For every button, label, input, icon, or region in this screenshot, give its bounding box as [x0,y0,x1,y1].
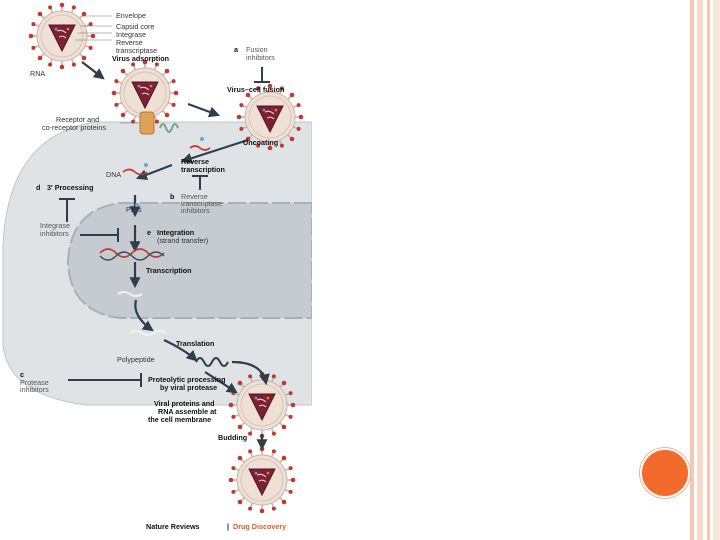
arrow [187,102,221,118]
label-assemble-2: RNA assemble at [158,407,217,416]
label-pics: PICs [126,205,142,214]
label-polypeptide: Polypeptide [117,355,155,364]
pic-dot [135,203,139,207]
label-proteolytic-2: by viral protease [160,383,217,392]
mrna [129,330,167,336]
hiv-lifecycle-diagram: Envelope Capsid core Integrase Reverse t… [2,1,312,531]
label-reverse-transcription-1: Reverse [181,157,209,166]
label-translation: Translation [176,339,214,348]
pic-dot [200,137,204,141]
nucleus [66,202,312,319]
label-integration: Integration [157,228,194,237]
decorative-stripe [697,0,703,540]
label-budding: Budding [218,433,247,442]
label-fusion-inhibitors: inhibitors [246,53,275,62]
label-envelope: Envelope [116,11,146,20]
label-integrase-inhibitors-1: Integrase [40,221,70,230]
label-strand-transfer: (strand transfer) [157,236,208,245]
virion [227,370,297,440]
virion [27,1,97,71]
label-assemble-3: the cell membrane [148,415,211,424]
decorative-stripe [707,0,710,540]
rna-strand [189,145,211,151]
label-d-letter: d [36,183,40,192]
label-protease-inhibitors: inhibitors [20,385,49,394]
label-b-reverse: Reverse [181,192,208,201]
label-assemble-1: Viral proteins and [154,399,215,408]
label-reverse: Reverse [116,38,143,47]
dna-strand [122,168,148,176]
arrow [204,371,238,394]
inhibitor-bar-a [254,67,270,83]
arrow [163,339,198,362]
label-integrase: Integrase [116,30,146,39]
label-transcription: Transcription [146,266,192,275]
label-protease: Protease [20,378,49,387]
label-a-letter: a [234,45,239,54]
inhibitor-bar-e [80,228,119,242]
label-reverse-transcription-2: transcription [181,165,225,174]
arrow [180,138,249,164]
decorative-stripe [713,0,720,540]
credit-section: Drug Discovery [233,522,286,531]
orange-circle-decoration [640,448,690,498]
label-fusion: Fusion [246,45,268,54]
decorative-stripe [690,0,694,540]
credit-journal: Nature Reviews [146,522,200,531]
polypeptide [195,357,229,367]
arrow [134,299,154,332]
label-virus-adsorption: Virus adsorption [112,54,169,63]
label-b-transcriptase: transcriptase [181,199,222,208]
inhibitor-bar-b [192,175,208,190]
label-rna: RNA [30,69,45,78]
inhibitor-bar-d [59,198,75,222]
label-uncoating: Uncoating [243,138,278,147]
label-proteolytic-1: Proteolytic processing [148,375,226,384]
label-transcriptase: transcriptase [116,46,157,55]
label-capsid-core: Capsid core [116,22,154,31]
arrow [231,360,270,386]
pic-dot [144,163,148,167]
virion [227,445,297,515]
label-co-receptor: co-receptor proteins [42,123,106,132]
receptor-protein [139,111,179,135]
label-integrase-inhibitors-2: inhibitors [40,229,69,238]
label-dna: DNA [106,170,121,179]
integrated-dna-strand2 [99,251,165,261]
label-c-letter: c [20,370,24,379]
mrna [117,291,143,297]
label-e-letter: e [147,228,151,237]
label-3-processing: 3′ Processing [47,183,93,192]
label-virus-cell-fusion: Virus–cell fusion [227,85,284,94]
arrow [81,61,105,80]
credit-separator: | [227,522,229,531]
arrow [135,163,173,180]
inhibitor-bar-c [68,373,142,387]
label-b-letter: b [170,192,175,201]
integrated-dna [99,248,165,258]
label-b-inhibitors: inhibitors [181,206,210,215]
label-receptor: Receptor and [56,115,99,124]
